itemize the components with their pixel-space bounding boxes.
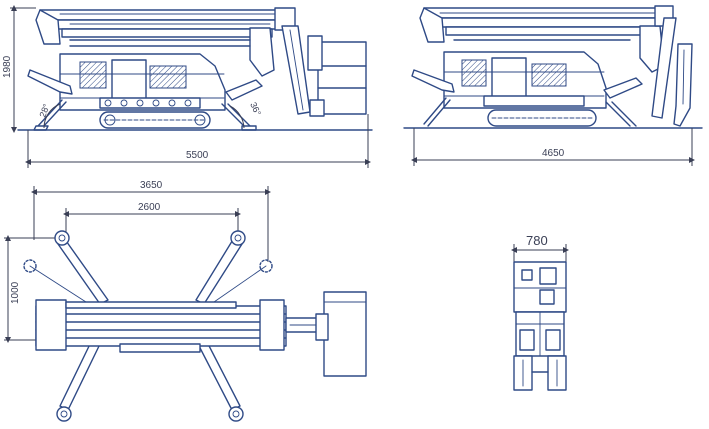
outrigger-upper-right <box>195 230 273 305</box>
front-width-dimension: 780 <box>526 233 548 248</box>
top-jib-arm <box>285 317 323 333</box>
outrigger-lower-left <box>56 339 101 422</box>
front-chassis <box>515 311 565 357</box>
track-width-dimension: 1000 <box>10 281 21 304</box>
compact-jib <box>651 17 693 127</box>
compact-length-dimension: 4650 <box>542 148 565 159</box>
compact-outriggers <box>411 69 643 127</box>
compact-boom <box>419 5 674 73</box>
platform-basket <box>307 35 367 117</box>
compact-chassis <box>443 51 607 109</box>
height-dimension: 1980 <box>2 55 13 78</box>
right-outrigger-angle: 36° <box>248 101 263 118</box>
top-chassis-body <box>35 299 287 353</box>
outer-span-dimension: 3650 <box>140 180 163 191</box>
front-basket <box>513 261 567 313</box>
crawler-track <box>99 111 211 129</box>
chassis <box>59 53 226 111</box>
outrigger-upper-left <box>23 230 109 305</box>
inner-span-dimension: 2600 <box>138 202 161 213</box>
extended-length-dimension: 5500 <box>186 150 209 161</box>
compact-track <box>487 109 597 127</box>
side-view-extended: 28° 36° 1980 5500 <box>2 4 373 168</box>
outrigger-lower-right <box>197 339 244 422</box>
front-tracks <box>513 355 567 391</box>
left-outrigger-angle: 28° <box>37 102 51 119</box>
boom-assembly <box>35 7 296 77</box>
jib-arm <box>281 25 311 115</box>
front-view: 780 <box>511 233 569 391</box>
top-platform-basket <box>315 291 367 377</box>
side-view-compact: 4650 <box>403 5 703 166</box>
top-view: 3650 2600 1000 <box>4 180 367 422</box>
